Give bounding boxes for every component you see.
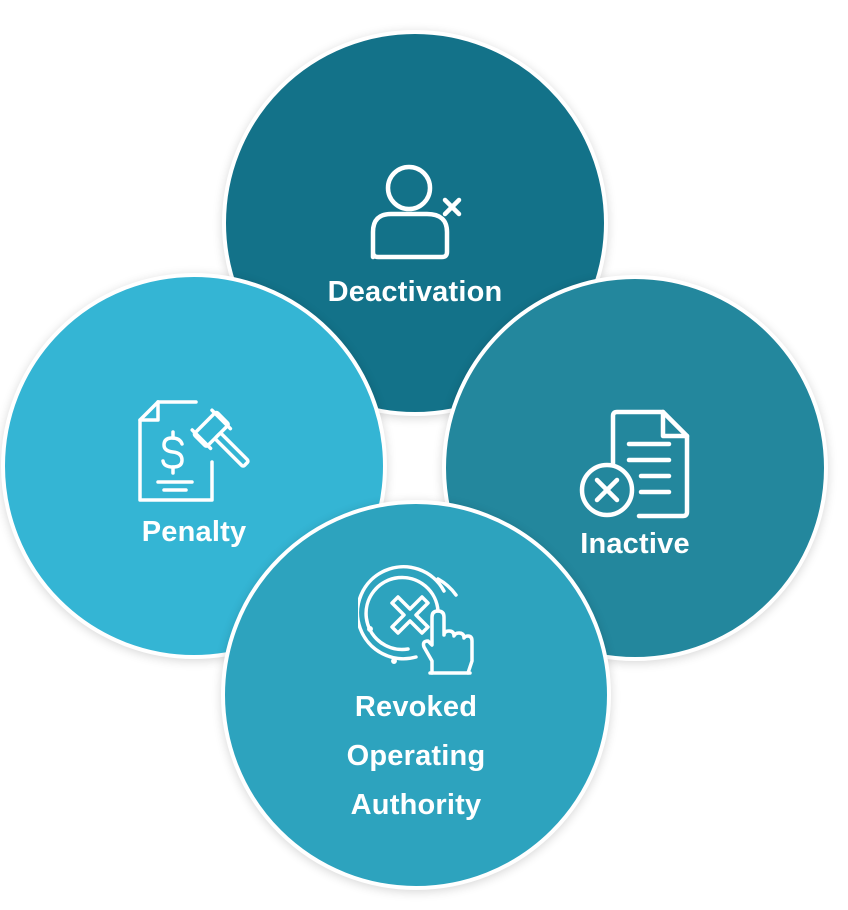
document-cancel-icon [577, 408, 693, 520]
penalty-document-gavel-icon [136, 399, 252, 504]
deactivation-label: Deactivation [327, 275, 503, 308]
cancel-button-hand-icon [358, 561, 474, 677]
user-x-icon [367, 162, 463, 262]
inactive-label: Inactive [580, 527, 690, 560]
penalty-label: Penalty [141, 515, 247, 548]
revoked-operating-authority-label: Revoked Operating Authority [346, 690, 486, 821]
revoked-operating-authority-circle: Revoked Operating Authority [221, 500, 611, 890]
